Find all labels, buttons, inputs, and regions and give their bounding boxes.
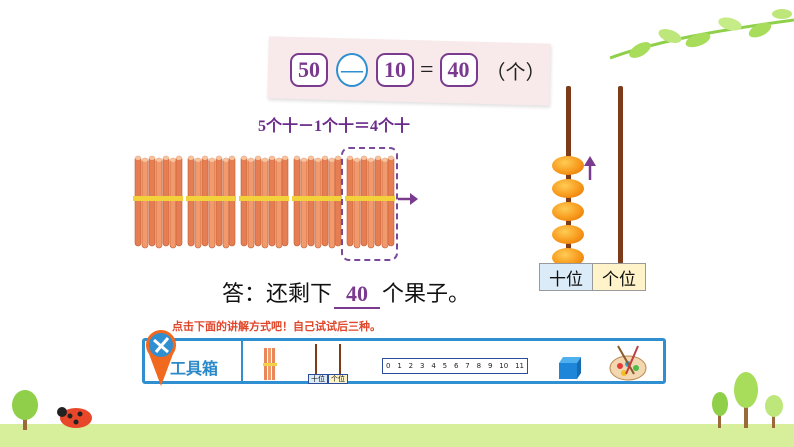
stick-bundle xyxy=(133,155,183,249)
answer-suffix: 个果子。 xyxy=(382,281,471,306)
equation-equals: = xyxy=(420,56,434,83)
stick-bundle xyxy=(239,155,289,249)
ruler-tick-label: 4 xyxy=(431,362,436,370)
abacus-bead xyxy=(552,202,584,221)
tens-subtraction-text: 5个十－1个十＝4个十 xyxy=(258,118,411,135)
stick-bundle xyxy=(186,155,236,249)
equation-result: 40 xyxy=(439,53,478,87)
tree-decoration xyxy=(12,390,38,430)
toolbox-divider xyxy=(241,341,243,381)
answer-sentence: 答：还剩下 40 个果子。 xyxy=(222,276,470,309)
ladybug-decoration xyxy=(57,407,92,428)
abacus-tens-rod xyxy=(566,86,571,264)
toolbox-prompt: 点击下面的讲解方式吧！自己试试后三种。 xyxy=(172,320,381,333)
equation-operator: — xyxy=(336,53,368,87)
abacus-bead xyxy=(552,225,584,244)
mini-tens-label: 十位 xyxy=(308,374,328,384)
answer-value: 40 xyxy=(334,281,381,309)
answer-prefix: 答：还剩下 xyxy=(222,281,333,306)
ruler-tick-label: 6 xyxy=(453,362,459,370)
stick-bundle-tool-icon[interactable] xyxy=(263,348,277,380)
trees-right-decoration xyxy=(712,372,783,428)
palette-tool-icon[interactable] xyxy=(608,344,648,382)
stick-bundle xyxy=(345,155,395,249)
abacus-bead xyxy=(552,179,584,198)
ruler-tick-label: 0 xyxy=(386,362,391,370)
ruler-tick-label: 3 xyxy=(419,362,425,370)
ruler-tick-label: 1 xyxy=(397,362,402,370)
equation-unit: （个） xyxy=(485,61,546,84)
arrow-right-icon xyxy=(398,193,418,205)
ruler-tick-label: 9 xyxy=(487,362,493,370)
abacus-ones-label: 个位 xyxy=(592,263,646,291)
equation-subtrahend: 10 xyxy=(376,53,414,87)
arrow-up-icon xyxy=(584,156,596,180)
stick-bundle xyxy=(292,155,342,249)
abacus-bead xyxy=(552,156,584,175)
toolbox-pin-icon xyxy=(146,330,176,386)
abacus-tens-label: 十位 xyxy=(539,263,593,291)
ruler-tick-label: 11 xyxy=(515,362,524,370)
abacus-ones-rod xyxy=(618,86,623,264)
equation: 50 — 10 = 40 （个） xyxy=(290,50,546,90)
equation-minuend: 50 xyxy=(290,53,328,87)
ruler-tick-label: 7 xyxy=(465,362,470,370)
ground-strip xyxy=(0,424,794,447)
ruler-tick-label: 10 xyxy=(499,362,509,370)
abacus-bead xyxy=(552,248,584,267)
abacus-tool-icon[interactable] xyxy=(306,344,350,384)
ruler-tick-label: 2 xyxy=(408,362,414,370)
leaf-branch-decoration xyxy=(609,9,794,60)
ruler-tick-label: 5 xyxy=(442,362,448,370)
toolbox-title: 工具箱 xyxy=(170,359,219,378)
ruler-tick-label: 8 xyxy=(476,362,482,370)
removed-bundle-frame xyxy=(341,147,398,261)
mini-ones-label: 个位 xyxy=(328,374,348,384)
cube-tool-icon[interactable] xyxy=(557,355,583,379)
